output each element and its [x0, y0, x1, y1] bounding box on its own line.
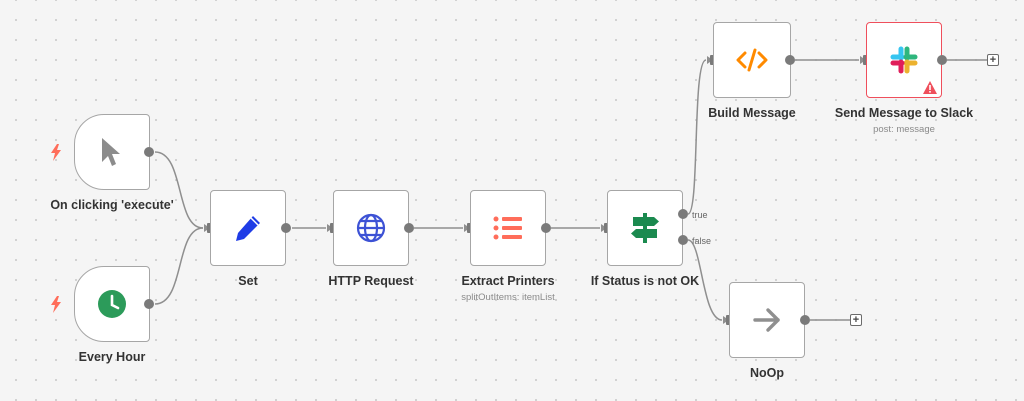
list-icon	[493, 216, 522, 240]
false-output-port[interactable]	[678, 235, 688, 245]
node-label: Set	[238, 274, 258, 288]
warning-icon[interactable]	[923, 81, 937, 94]
input-port[interactable]	[863, 55, 868, 65]
signpost-icon	[631, 213, 659, 243]
node-label: Every Hour	[78, 350, 146, 364]
input-port[interactable]	[710, 55, 715, 65]
connection-cron-to-set	[154, 227, 204, 305]
clock-icon	[98, 290, 126, 318]
node-build-message[interactable]	[713, 22, 791, 98]
node-label: On clicking 'execute'	[50, 198, 174, 212]
node-noop[interactable]	[729, 282, 805, 358]
trigger-bolt-icon	[51, 296, 61, 313]
input-port[interactable]	[726, 315, 731, 325]
false-branch-label: false	[692, 236, 712, 246]
node-if-status[interactable]	[607, 190, 683, 266]
node-http-request[interactable]	[333, 190, 409, 266]
add-node-button[interactable]: +	[850, 314, 862, 326]
node-label: HTTP Request	[328, 274, 414, 288]
node-send-slack[interactable]	[866, 22, 942, 98]
output-port[interactable]	[937, 55, 947, 65]
node-manual-trigger[interactable]	[74, 114, 150, 190]
node-label: If Status is not OK	[590, 274, 700, 288]
node-set[interactable]	[210, 190, 286, 266]
node-label: Send Message to Slack	[834, 106, 974, 120]
code-icon	[736, 48, 768, 72]
node-label: Build Message	[708, 106, 796, 120]
output-port[interactable]	[404, 223, 414, 233]
node-sublabel: splitOutItems: itemList	[461, 292, 555, 303]
node-cron[interactable]	[74, 266, 150, 342]
input-port[interactable]	[604, 223, 609, 233]
node-extract-printers[interactable]	[470, 190, 546, 266]
add-node-button[interactable]: +	[987, 54, 999, 66]
output-port[interactable]	[144, 299, 154, 309]
trigger-bolt-icon	[51, 144, 61, 161]
output-port[interactable]	[785, 55, 795, 65]
true-branch-label: true	[692, 210, 708, 220]
arrow-right-icon	[753, 308, 780, 332]
output-port[interactable]	[281, 223, 291, 233]
input-port[interactable]	[467, 223, 472, 233]
globe-icon	[356, 213, 386, 243]
input-port[interactable]	[330, 223, 335, 233]
true-output-port[interactable]	[678, 209, 688, 219]
output-port[interactable]	[144, 147, 154, 157]
node-label: NoOp	[749, 366, 785, 380]
connection-if-false-to-noop	[687, 239, 723, 321]
slack-icon	[890, 46, 918, 74]
connection-if-true-to-build	[687, 59, 707, 215]
connection-manual-to-set	[154, 151, 204, 229]
output-port[interactable]	[541, 223, 551, 233]
output-port[interactable]	[800, 315, 810, 325]
node-label: Extract Printers	[461, 274, 555, 288]
cursor-icon	[102, 138, 120, 166]
node-sublabel: post: message	[873, 124, 935, 135]
pen-icon	[236, 216, 260, 241]
input-port[interactable]	[207, 223, 212, 233]
